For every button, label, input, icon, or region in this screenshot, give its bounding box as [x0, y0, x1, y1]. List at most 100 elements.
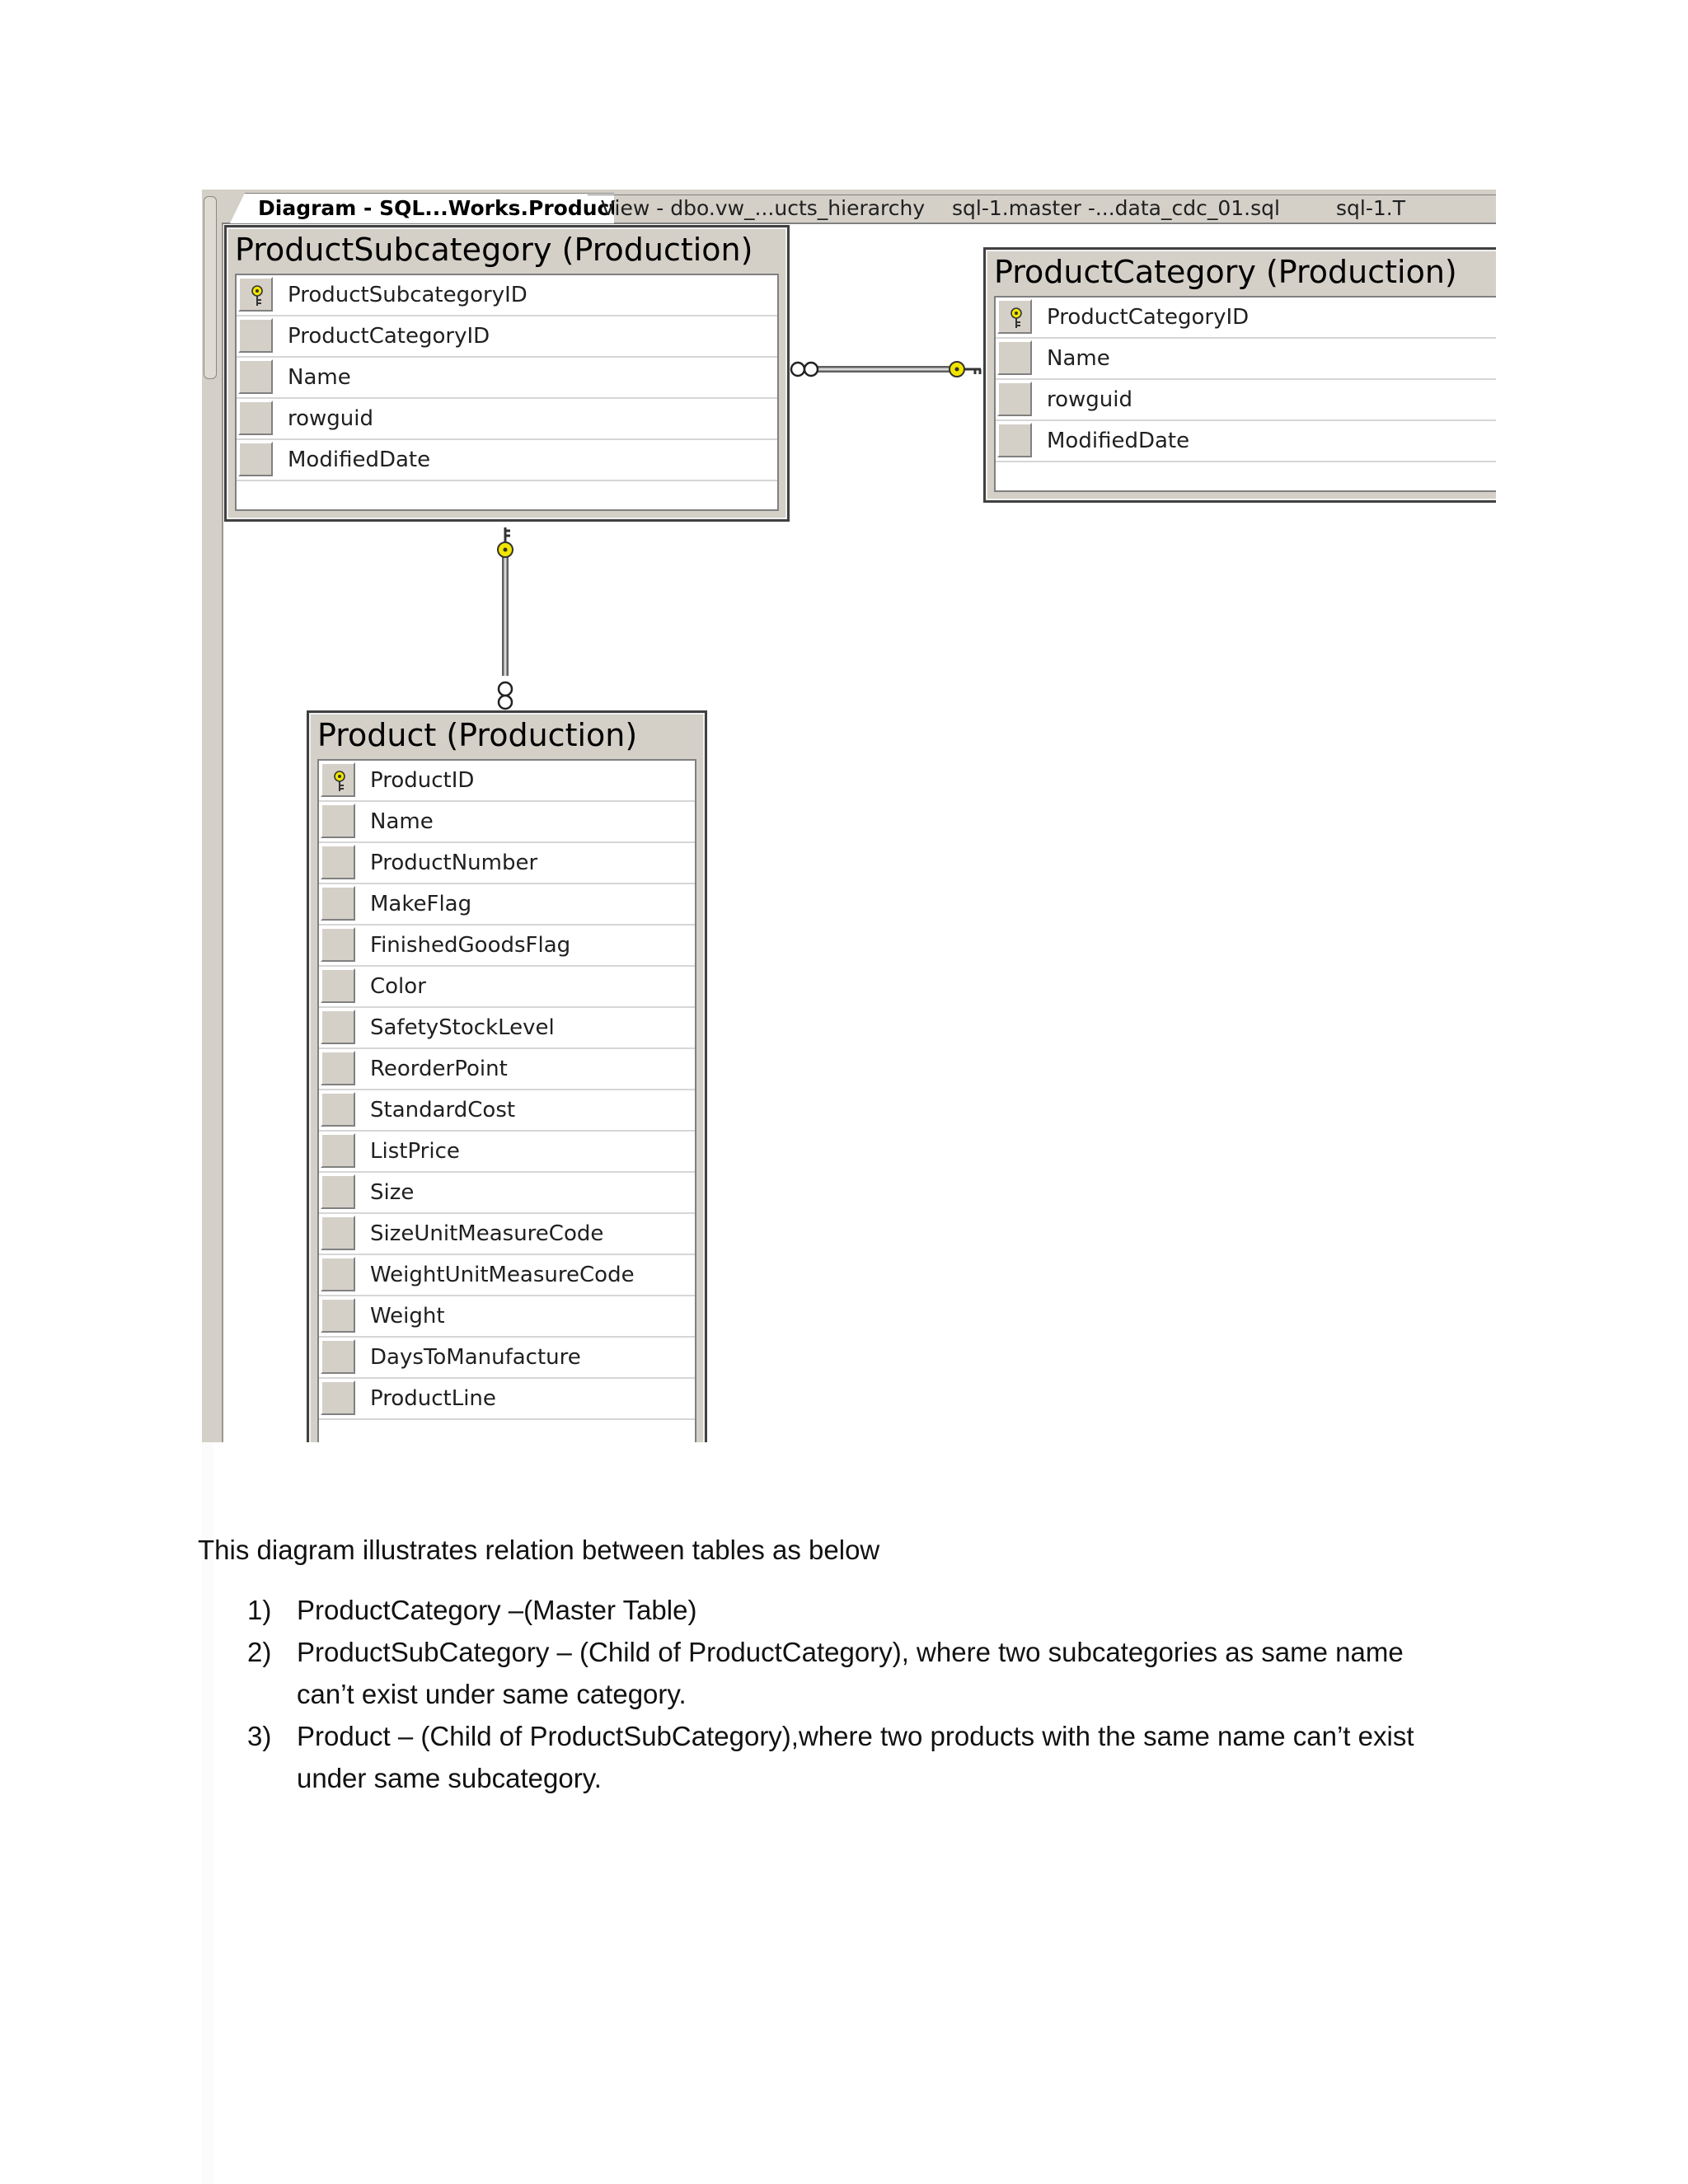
table-row[interactable]: SafetyStockLevel: [319, 1008, 695, 1049]
table-row[interactable]: Name: [237, 358, 777, 399]
column-name: ProductCategoryID: [288, 324, 490, 349]
infinity-icon: [790, 361, 819, 377]
column-name: ProductCategoryID: [1047, 305, 1250, 330]
row-selector[interactable]: [238, 401, 273, 435]
column-name: Size: [370, 1180, 415, 1205]
list-text: ProductCategory –(Master Table): [297, 1595, 697, 1625]
relation-product-subcategory[interactable]: [497, 527, 513, 710]
table-row[interactable]: ProductCategoryID: [996, 298, 1496, 339]
row-selector[interactable]: [238, 277, 273, 312]
row-selector[interactable]: [321, 1051, 355, 1085]
table-row[interactable]: Size: [319, 1173, 695, 1214]
table-title: ProductSubcategory (Production): [235, 232, 753, 268]
table-row[interactable]: MakeFlag: [319, 884, 695, 926]
table-row[interactable]: StandardCost: [319, 1090, 695, 1132]
infinity-icon: [497, 681, 513, 710]
column-name: Name: [1047, 346, 1110, 371]
left-toolbox-strip: [202, 190, 223, 1442]
row-selector[interactable]: [321, 762, 355, 797]
column-name: Name: [288, 365, 351, 390]
toolbox-grip: [204, 196, 217, 379]
row-selector[interactable]: [321, 1174, 355, 1209]
row-selector[interactable]: [321, 845, 355, 879]
row-selector[interactable]: [321, 1010, 355, 1044]
row-selector[interactable]: [321, 804, 355, 838]
table-row[interactable]: Name: [319, 802, 695, 843]
column-name: ListPrice: [370, 1139, 460, 1164]
row-selector[interactable]: [997, 299, 1032, 334]
list-item: 1) ProductCategory –(Master Table): [198, 1589, 1484, 1631]
column-name: ProductLine: [370, 1386, 496, 1411]
column-name: ModifiedDate: [288, 448, 431, 472]
row-selector[interactable]: [321, 1216, 355, 1250]
table-row[interactable]: ListPrice: [319, 1132, 695, 1173]
list-number: 1): [247, 1595, 272, 1625]
table-productsubcategory[interactable]: ProductSubcategory (Production) ProductS…: [224, 225, 790, 522]
list-number: 2): [247, 1637, 272, 1667]
row-selector[interactable]: [321, 1380, 355, 1415]
column-name: rowguid: [1047, 387, 1132, 412]
column-name: MakeFlag: [370, 892, 472, 916]
table-productcategory[interactable]: ProductCategory (Production) ProductCate…: [983, 247, 1496, 503]
column-name: Name: [370, 809, 434, 834]
tab-sql-t[interactable]: sql-1.T: [1308, 194, 1496, 222]
table-row[interactable]: ProductLine: [319, 1379, 695, 1420]
table-row[interactable]: rowguid: [237, 399, 777, 440]
table-row[interactable]: ReorderPoint: [319, 1049, 695, 1090]
row-selector[interactable]: [238, 442, 273, 476]
column-name: ModifiedDate: [1047, 429, 1190, 453]
table-row[interactable]: ProductSubcategoryID: [237, 275, 777, 316]
document-tab-bar: Diagram - SQL...Works.Product View - dbo…: [222, 190, 1496, 224]
list-text-continued: can’t exist under same category.: [297, 1679, 687, 1709]
row-selector[interactable]: [321, 886, 355, 921]
column-name: SizeUnitMeasureCode: [370, 1221, 604, 1246]
row-selector[interactable]: [321, 1339, 355, 1374]
table-title: Product (Production): [317, 717, 638, 753]
table-columns: ProductSubcategoryID ProductCategoryID Nam…: [235, 274, 779, 511]
row-selector[interactable]: [321, 1133, 355, 1168]
list-text: ProductSubCategory – (Child of ProductCa…: [297, 1637, 1404, 1667]
table-row[interactable]: ProductID: [319, 761, 695, 802]
row-selector[interactable]: [321, 1092, 355, 1127]
relation-subcategory-category[interactable]: [790, 361, 982, 377]
row-selector[interactable]: [321, 1257, 355, 1291]
row-selector[interactable]: [238, 318, 273, 353]
table-row[interactable]: WeightUnitMeasureCode: [319, 1255, 695, 1296]
row-selector[interactable]: [238, 359, 273, 394]
table-row[interactable]: ProductCategoryID: [237, 316, 777, 358]
row-selector[interactable]: [321, 1298, 355, 1333]
table-row[interactable]: ProductNumber: [319, 843, 695, 884]
table-row[interactable]: Color: [319, 967, 695, 1008]
tab-view-hierarchy[interactable]: View - dbo.vw_...ucts_hierarchy: [573, 194, 965, 222]
key-icon: [497, 527, 513, 558]
column-name: FinishedGoodsFlag: [370, 933, 571, 958]
table-row[interactable]: ModifiedDate: [237, 440, 777, 481]
table-row[interactable]: ModifiedDate: [996, 421, 1496, 462]
list-item: 2) ProductSubCategory – (Child of Produc…: [198, 1631, 1484, 1715]
row-selector[interactable]: [997, 340, 1032, 375]
row-selector[interactable]: [997, 423, 1032, 457]
intro-paragraph: This diagram illustrates relation betwee…: [198, 1535, 880, 1565]
table-title: ProductCategory (Production): [994, 254, 1457, 290]
row-selector[interactable]: [997, 382, 1032, 416]
column-name: rowguid: [288, 406, 373, 431]
key-icon: [949, 361, 982, 377]
key-icon: [251, 285, 263, 306]
list-text-continued: under same subcategory.: [297, 1763, 602, 1793]
row-selector[interactable]: [321, 927, 355, 962]
column-name: ReorderPoint: [370, 1057, 508, 1081]
tab-diagram-product[interactable]: Diagram - SQL...Works.Product: [230, 193, 614, 223]
table-row[interactable]: DaysToManufacture: [319, 1338, 695, 1379]
table-row[interactable]: FinishedGoodsFlag: [319, 926, 695, 967]
row-selector[interactable]: [321, 968, 355, 1003]
table-row[interactable]: Name: [996, 339, 1496, 380]
table-row[interactable]: rowguid: [996, 380, 1496, 421]
table-row[interactable]: Weight: [319, 1296, 695, 1338]
tab-sql-master[interactable]: sql-1.master -...data_cdc_01.sql: [924, 194, 1349, 222]
list-item: 3) Product – (Child of ProductSubCategor…: [198, 1715, 1484, 1799]
list-number: 3): [247, 1721, 272, 1751]
table-row[interactable]: SizeUnitMeasureCode: [319, 1214, 695, 1255]
document-body: This diagram illustrates relation betwee…: [198, 1529, 1484, 1799]
